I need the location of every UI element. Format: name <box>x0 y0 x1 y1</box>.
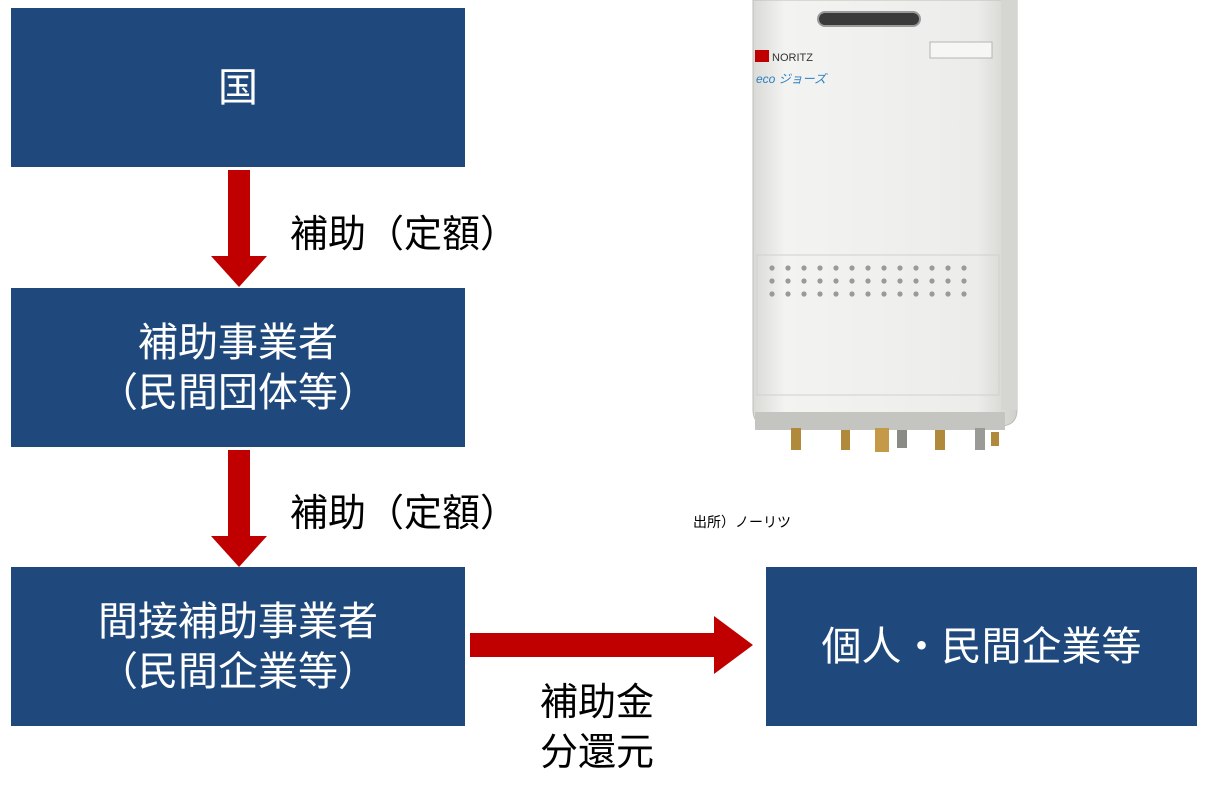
node-indirect-operator-line1: 間接補助事業者 <box>98 598 378 645</box>
edge-label-subsidy-return-line2: 分還元 <box>540 730 655 775</box>
image-source-caption: 出所）ノーリツ <box>693 515 791 531</box>
node-national: 国 <box>11 8 465 167</box>
node-indirect-operator-line2: （民間企業等） <box>98 648 378 695</box>
arrow-down-1 <box>211 170 267 287</box>
node-recipients-label: 個人・民間企業等 <box>821 623 1142 670</box>
svg-text:eco ジョーズ: eco ジョーズ <box>756 72 828 86</box>
water-heater-image: NORITZ eco ジョーズ <box>752 0 1018 452</box>
node-recipients: 個人・民間企業等 <box>766 567 1197 726</box>
node-subsidy-operator: 補助事業者 （民間団体等） <box>11 288 465 447</box>
node-national-label: 国 <box>218 64 258 111</box>
vent-holes <box>769 265 967 297</box>
arrow-right <box>470 616 753 674</box>
edge-label-fixed-subsidy-2: 補助（定額） <box>290 491 519 535</box>
node-subsidy-operator-line2: （民間団体等） <box>98 369 378 416</box>
noritz-logo: NORITZ eco ジョーズ <box>755 50 828 86</box>
svg-text:NORITZ: NORITZ <box>772 52 813 64</box>
edge-label-subsidy-return: 補助金 分還元 <box>540 677 654 777</box>
node-subsidy-operator-line1: 補助事業者 <box>138 319 338 366</box>
edge-label-fixed-subsidy-1: 補助（定額） <box>290 212 519 256</box>
node-indirect-operator: 間接補助事業者 （民間企業等） <box>11 567 465 726</box>
edge-label-subsidy-return-line1: 補助金 <box>540 680 655 724</box>
pipe-fittings <box>791 428 999 452</box>
arrow-down-2 <box>211 450 267 567</box>
